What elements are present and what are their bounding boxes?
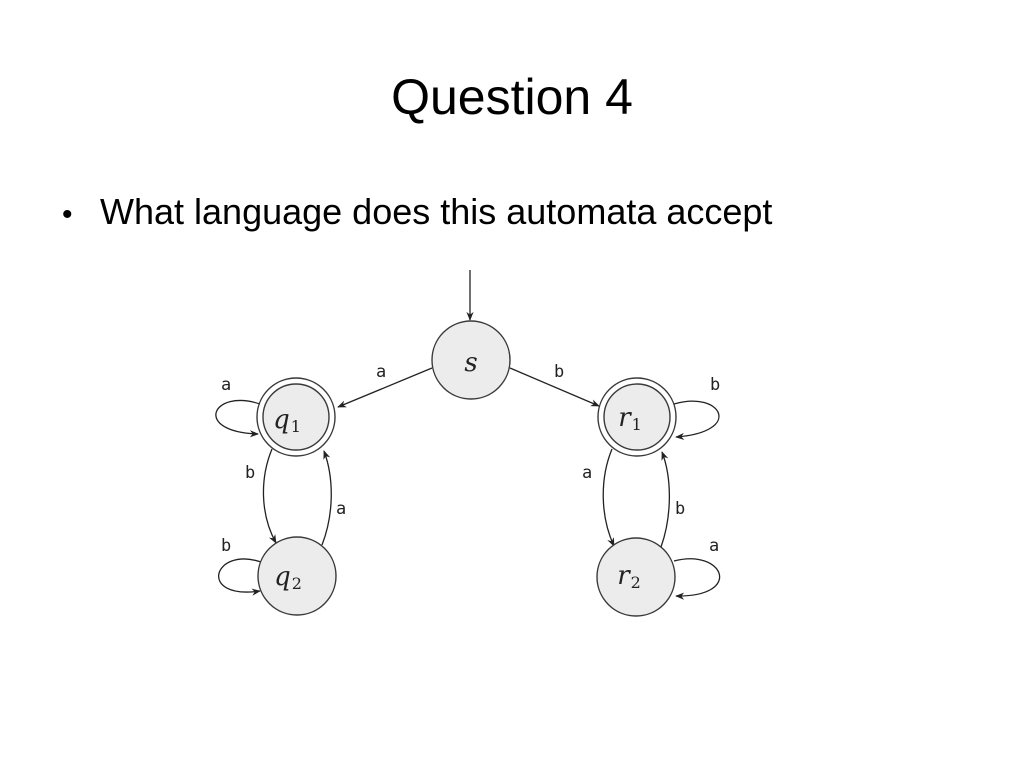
transition-q1-q2: b (245, 448, 277, 544)
state-label-r2: r2 (617, 561, 641, 592)
edge-label-s-q1: a (376, 362, 386, 382)
edge-label-r2-r1: b (675, 499, 685, 519)
edge-label-r1-r2: a (582, 463, 592, 483)
state-label-q1: q1 (273, 405, 301, 436)
transition-r2-r1: b (660, 451, 685, 548)
state-label-r1: r1 (618, 403, 642, 434)
slide-title: Question 4 (391, 69, 633, 125)
edge-label-r2-r2: a (709, 536, 719, 556)
state-s: s (431, 320, 511, 400)
edge-label-q2-q1: a (336, 499, 346, 519)
state-r1: r1 (597, 377, 677, 457)
state-q2: q2 (257, 536, 337, 616)
transition-r1-r2: a (582, 448, 615, 547)
bullet-text: What language does this automata accept (100, 191, 773, 232)
edge-label-q1-q2: b (245, 463, 255, 483)
transition-q2-q2: b (218, 536, 262, 596)
bullet-item: • What language does this automata accep… (62, 186, 772, 241)
state-label-s: s (464, 348, 477, 378)
edge-label-r1-r1: b (710, 375, 720, 395)
edge-label-s-r1: b (554, 362, 564, 382)
transition-r1-r1: b (673, 375, 720, 440)
transition-r2-r2: a (673, 536, 721, 600)
state-q1: q1 (256, 377, 336, 457)
edge-label-q1-q1: a (221, 375, 231, 395)
transition-s-q1: a (337, 362, 433, 408)
transition-s-r1: b (509, 362, 600, 407)
bullet-dot-icon: • (62, 198, 73, 231)
transition-q2-q1: a (321, 450, 346, 546)
transition-q1-q1: a (215, 375, 261, 438)
edge-label-q2-q2: b (221, 536, 231, 556)
state-r2: r2 (596, 537, 676, 617)
state-label-q2: q2 (274, 562, 302, 593)
